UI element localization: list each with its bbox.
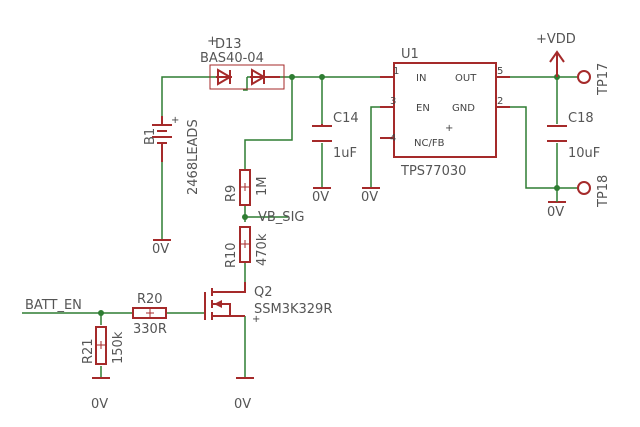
u1-pin-out-label: OUT [455,73,477,84]
diode-d13[interactable] [209,64,285,90]
vdd-supply-symbol [549,50,565,77]
r21-value: 150k [111,331,126,364]
u1-value: TPS77030 [400,164,466,179]
u1-pin-ncfb-label: NC/FB [414,138,445,149]
c14-value: 1uF [333,146,357,161]
vb-sig-label: VB_SIG [258,210,304,225]
c18-value: 10uF [568,146,600,161]
tp18-ref: TP18 [596,175,611,208]
u1-pin-en-label: EN [416,103,430,114]
gnd-label-r21: 0V [91,397,108,412]
capacitor-c18[interactable] [547,125,567,142]
testpoint-tp17[interactable] [577,70,591,84]
gnd-label-q2: 0V [234,397,251,412]
r20-value: 330R [133,322,167,337]
d13-plus-mark: + [207,34,218,49]
testpoint-tp18[interactable] [577,181,591,195]
resistor-r10[interactable] [239,226,251,263]
gnd-label-u1: 0V [361,190,378,205]
q2-value: SSM3K329R [254,302,332,317]
r20-ref: R20 [137,292,163,307]
gnd-label-c14: 0V [312,190,329,205]
d13-value: BAS40-04 [200,51,264,66]
regulator-u1[interactable]: + [380,62,510,158]
u1-pin-3: 3 [390,96,396,107]
b1-ref: B1 [143,128,158,145]
q2-ref: Q2 [254,285,273,300]
c14-ref: C14 [333,111,359,126]
svg-text:+: + [171,115,179,126]
u1-pin-1: 1 [393,66,399,77]
resistor-r20[interactable] [132,307,167,319]
u1-pin-4: 4 [390,133,396,144]
r21-ref: R21 [81,338,96,364]
c18-ref: C18 [568,111,594,126]
ground-symbols [92,187,566,379]
u1-pin-gnd-label: GND [452,103,475,114]
gnd-label-c18: 0V [547,205,564,220]
battery-b1[interactable]: + [152,115,179,162]
u1-pin-in-label: IN [416,73,426,84]
r9-value: 1M [255,177,270,197]
vdd-label: +VDD [536,32,576,47]
r10-value: 470k [255,233,270,266]
u1-pin-5: 5 [497,66,503,77]
mosfet-q2[interactable]: + [204,282,260,325]
b1-value: 2468LEADS [186,119,201,195]
svg-text:+: + [252,314,260,325]
capacitor-c14[interactable] [312,124,332,142]
tp17-ref: TP17 [596,63,611,96]
d13-ref: D13 [215,37,242,52]
u1-pin-2: 2 [497,96,503,107]
r10-ref: R10 [224,242,239,268]
gnd-label-b1: 0V [152,242,169,257]
resistor-r9[interactable] [239,169,251,206]
u1-ref: U1 [401,47,419,62]
batt-en-label: BATT_EN [25,298,82,313]
resistor-r21[interactable] [95,326,107,365]
r9-ref: R9 [224,185,239,202]
svg-text:+: + [445,123,453,134]
